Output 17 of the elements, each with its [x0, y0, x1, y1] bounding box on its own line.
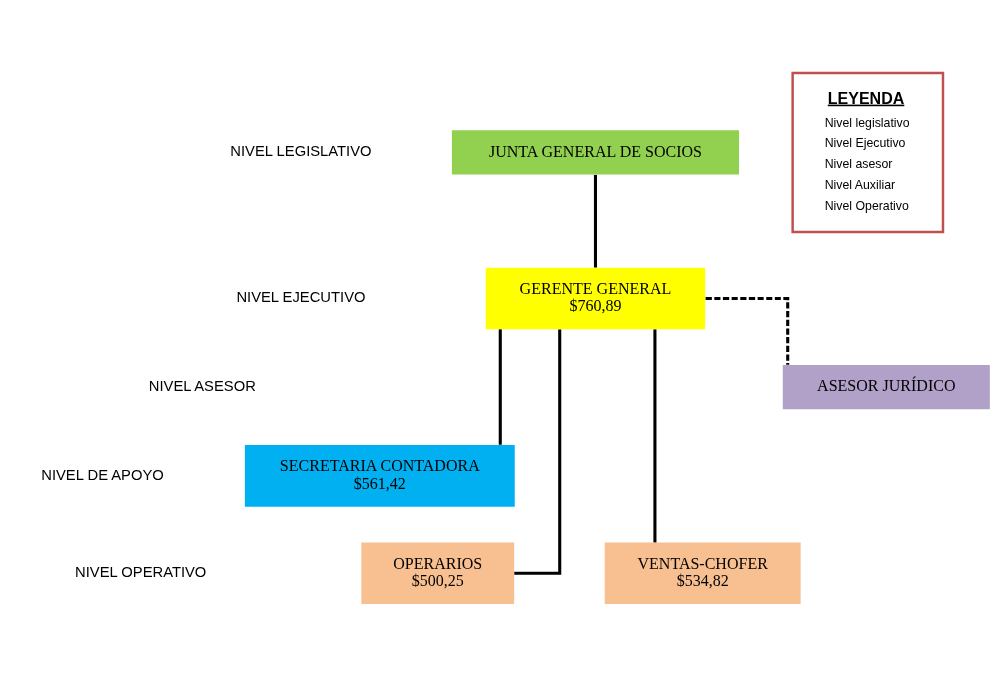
node-box: VENTAS-CHOFER $534,82	[604, 542, 801, 605]
connector	[653, 329, 657, 543]
label: NIVEL EJECUTIVO	[236, 289, 366, 306]
label: NIVEL ASESOR	[148, 378, 256, 394]
node-box: SECRETARIA CONTADORA $561,42	[244, 445, 515, 507]
connector	[593, 174, 597, 268]
node-box: LEYENDA Nivel legislativo Nivel Ejecutivo Nivel asesor Nivel Auxiliar Nivel Operativo	[791, 71, 945, 234]
connector	[498, 329, 502, 445]
node-box: OPERARIOS $500,25	[361, 542, 515, 605]
node-box: JUNTA GENERAL DE SOCIOS	[451, 130, 740, 175]
connector	[705, 296, 790, 365]
connector	[514, 329, 562, 575]
node-box: GERENTE GENERAL $760,89	[485, 267, 706, 330]
label: NIVEL OPERATIVO	[75, 564, 207, 581]
label: NIVEL DE APOYO	[41, 466, 164, 483]
node-box: ASESOR JURÍDICO	[782, 365, 990, 410]
label: NIVEL LEGISLATIVO	[230, 143, 372, 160]
